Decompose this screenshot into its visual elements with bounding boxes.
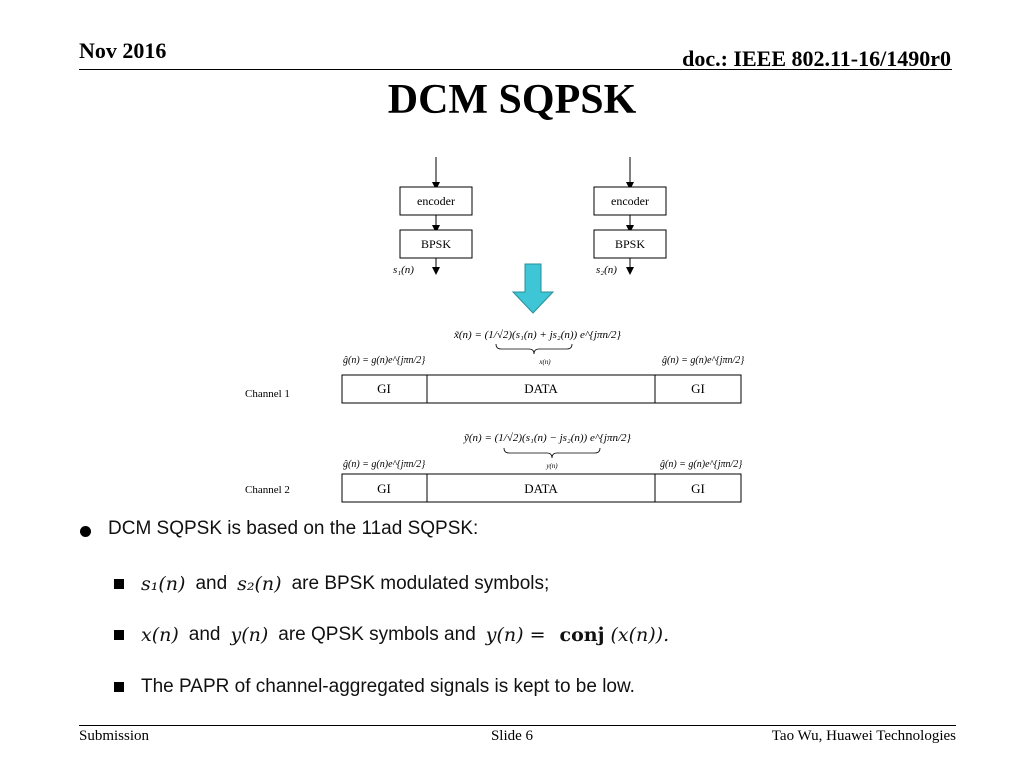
y-underbrace — [503, 447, 601, 459]
bpsk-block-left — [399, 229, 473, 259]
bpsk-block-right — [593, 229, 667, 259]
square-bullet-icon — [114, 682, 124, 692]
encoder-label-left: encoder — [417, 194, 455, 208]
ch1-frame — [341, 374, 742, 404]
eq-y-math: y(n) = — [485, 624, 546, 646]
eq-x-math: (x(n)). — [610, 624, 670, 646]
item3-text: The PAPR of channel-aggregated signals i… — [141, 676, 635, 697]
footer-rule — [79, 725, 956, 726]
bullet-main-text: DCM SQPSK is based on the 11ad SQPSK: — [108, 518, 479, 539]
ch1-data: DATA — [524, 381, 558, 396]
channel1-label: Channel 1 — [245, 388, 290, 400]
s1-label: s₁(n) — [393, 264, 414, 276]
header-date: Nov 2016 — [79, 38, 167, 63]
ch2-data: DATA — [524, 481, 558, 496]
square-bullet-icon — [114, 630, 124, 640]
ch2-gi-left: GI — [377, 481, 391, 496]
x-formula: x̃(n) = (1/√2)(s₁(n) + js₂(n)) e^{jπn/2} — [453, 329, 622, 341]
ch2-gi-right: GI — [691, 481, 705, 496]
channel2-label: Channel 2 — [245, 484, 290, 496]
footer-author: Tao Wu, Huawei Technologies — [771, 728, 956, 744]
g-formula-ch1-right: ĝ(n) = g(n)e^{jπn/2} — [662, 355, 744, 366]
bullet-item-1: s₁(n) and s₂(n) are BPSK modulated symbo… — [114, 573, 549, 595]
ch1-gi-right: GI — [691, 381, 705, 396]
ch2-frame — [341, 473, 742, 503]
footer-submission: Submission — [79, 728, 150, 744]
encoder-label-right: encoder — [611, 194, 649, 208]
encoder-block-right — [593, 186, 667, 216]
encoder-block-left — [399, 186, 473, 216]
x-math: x(n) — [141, 624, 179, 646]
bpsk-label-right: BPSK — [615, 237, 645, 251]
and-text-2: and — [188, 624, 221, 645]
slide-title: DCM SQPSK — [387, 77, 637, 123]
y-underbrace-label: y(n) — [545, 462, 558, 470]
footer-slide-number: Slide 6 — [490, 728, 534, 744]
item2-text: are QPSK symbols and — [278, 624, 476, 645]
header-doc-id: doc.: IEEE 802.11-16/1490r0 — [682, 46, 951, 71]
x-underbrace — [495, 343, 573, 355]
g-formula-ch2-right: ĝ(n) = g(n)e^{jπn/2} — [660, 459, 742, 470]
g-formula-ch1-left: ĝ(n) = g(n)e^{jπn/2} — [343, 355, 425, 366]
s1-math: s₁(n) — [141, 573, 186, 595]
bullet-dot-icon — [80, 526, 91, 537]
and-text-1: and — [195, 573, 228, 594]
g-formula-ch2-left: ĝ(n) = g(n)e^{jπn/2} — [343, 459, 425, 470]
bpsk-label-left: BPSK — [421, 237, 451, 251]
bullet-item-2: x(n) and y(n) are QPSK symbols and y(n) … — [114, 624, 679, 646]
square-bullet-icon — [114, 579, 124, 589]
down-arrow-icon — [511, 263, 555, 314]
x-underbrace-label: x(n) — [538, 358, 551, 366]
s2-math: s₂(n) — [237, 573, 282, 595]
y-formula: ỹ(n) = (1/√2)(s₁(n) − js₂(n)) e^{jπn/2} — [463, 432, 632, 444]
header-rule — [79, 69, 952, 70]
y-math: y(n) — [230, 624, 269, 646]
item1-text: are BPSK modulated symbols; — [291, 573, 550, 594]
bullet-item-3: The PAPR of channel-aggregated signals i… — [114, 676, 635, 698]
conj-math: conj — [559, 624, 605, 646]
ch1-gi-left: GI — [377, 381, 391, 396]
s2-label: s₂(n) — [596, 264, 617, 276]
